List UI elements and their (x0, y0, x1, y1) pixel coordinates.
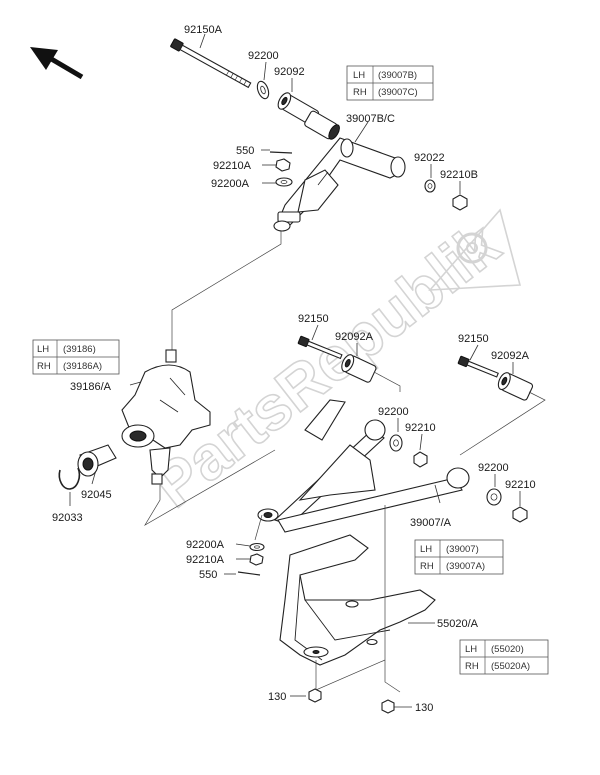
label-550-top: 550 (236, 145, 254, 157)
bolt-92150-mid (297, 324, 343, 360)
table-guard-part-2: (55020A) (491, 661, 530, 672)
washer-92200-mid (389, 418, 403, 452)
nut-92210-right (512, 491, 528, 523)
table-lower-arm-side-1: LH (420, 544, 432, 555)
table-guard: LH (55020) RH (55020A) (459, 639, 549, 675)
label-39007BC: 39007B/C (346, 113, 395, 125)
label-130-right: 130 (415, 702, 433, 714)
washer-92022 (424, 164, 436, 193)
watermark-gear-icon (428, 208, 522, 291)
label-92092A-mid: 92092A (335, 331, 374, 343)
cotter-pin-550-bottom (224, 571, 261, 576)
bushing-92092A-mid (341, 343, 377, 383)
table-lower-arm: LH (39007) RH (39007A) (414, 539, 504, 575)
table-lower-arm-part-1: (39007) (446, 544, 479, 555)
table-knuckle-part-1: (39186) (63, 344, 96, 355)
label-92210A-top: 92210A (213, 160, 252, 172)
table-upper-arm-part-2: (39007C) (378, 87, 418, 98)
label-92200-top: 92200 (248, 50, 279, 62)
label-92200-right: 92200 (478, 462, 509, 474)
label-92150-right: 92150 (458, 333, 489, 345)
guide-line-knuckle-to-lower (144, 449, 276, 526)
table-guard-side-1: LH (465, 644, 477, 655)
bushing-upper-arm-pivot (304, 110, 340, 140)
table-knuckle-side-2: RH (37, 361, 51, 372)
label-92200A-bottom: 92200A (186, 539, 225, 551)
label-39007A: 39007/A (410, 517, 452, 529)
upper-a-arm-39007BC (273, 121, 406, 232)
label-130-left: 130 (268, 691, 286, 703)
cotter-pin-550-top (261, 149, 293, 154)
table-lower-arm-side-2: RH (420, 561, 434, 572)
label-39186A: 39186/A (70, 381, 112, 393)
table-upper-arm-part-1: (39007B) (378, 70, 417, 81)
steering-knuckle-39186A (121, 349, 211, 485)
guide-line-lower-right (459, 391, 546, 456)
bearing-92045 (77, 444, 117, 485)
label-92150A: 92150A (184, 24, 223, 36)
label-55020A: 55020/A (437, 618, 479, 630)
label-92210B: 92210B (440, 169, 478, 181)
table-knuckle-side-1: LH (37, 344, 49, 355)
label-92033: 92033 (52, 512, 83, 524)
washer-92200-right (486, 474, 502, 506)
label-92092A-right: 92092A (491, 350, 530, 362)
label-92210-mid: 92210 (405, 422, 436, 434)
circlip-92033 (58, 467, 81, 506)
bolt-130-right (381, 699, 412, 714)
table-knuckle: LH (39186) RH (39186A) (32, 339, 120, 375)
guide-line-guard (384, 505, 401, 693)
nut-92210A-bottom (236, 553, 264, 566)
label-92150-mid: 92150 (298, 313, 329, 325)
guide-line-lower-left (254, 514, 263, 541)
washer-92200A-top (262, 177, 293, 187)
table-guard-side-2: RH (465, 661, 479, 672)
guide-line-upper-to-knuckle (171, 231, 282, 350)
label-92045: 92045 (81, 489, 112, 501)
bolt-92150A (170, 33, 252, 89)
label-92210A-bottom: 92210A (186, 554, 225, 566)
lower-a-arm-39007A (257, 399, 470, 533)
nut-92210-mid (413, 433, 428, 468)
nut-92210A-top (262, 158, 291, 172)
table-knuckle-part-2: (39186A) (63, 361, 102, 372)
label-92092-top: 92092 (274, 66, 305, 78)
table-guard-part-1: (55020) (491, 644, 524, 655)
washer-92200A-bottom (235, 542, 265, 552)
label-92022: 92022 (414, 152, 445, 164)
nut-92210B (452, 181, 468, 211)
washer-92200-top (256, 61, 270, 100)
bolt-130-left (290, 688, 322, 703)
bushing-92092A-right (497, 362, 534, 401)
label-92200-mid: 92200 (378, 406, 409, 418)
table-upper-arm: LH (39007B) RH (39007C) (346, 65, 434, 101)
table-upper-arm-side-2: RH (353, 87, 367, 98)
front-direction-arrow-icon (30, 47, 84, 80)
bolt-92150-right (457, 344, 499, 378)
guide-line-guard-left (315, 659, 386, 691)
guide-line-lower-mid (373, 371, 401, 392)
label-550-bottom: 550 (199, 569, 217, 581)
table-lower-arm-part-2: (39007A) (446, 561, 485, 572)
skid-guard-55020A (279, 534, 436, 666)
table-upper-arm-side-1: LH (353, 70, 365, 81)
label-92200A-top: 92200A (211, 178, 250, 190)
label-92210-right: 92210 (505, 479, 536, 491)
